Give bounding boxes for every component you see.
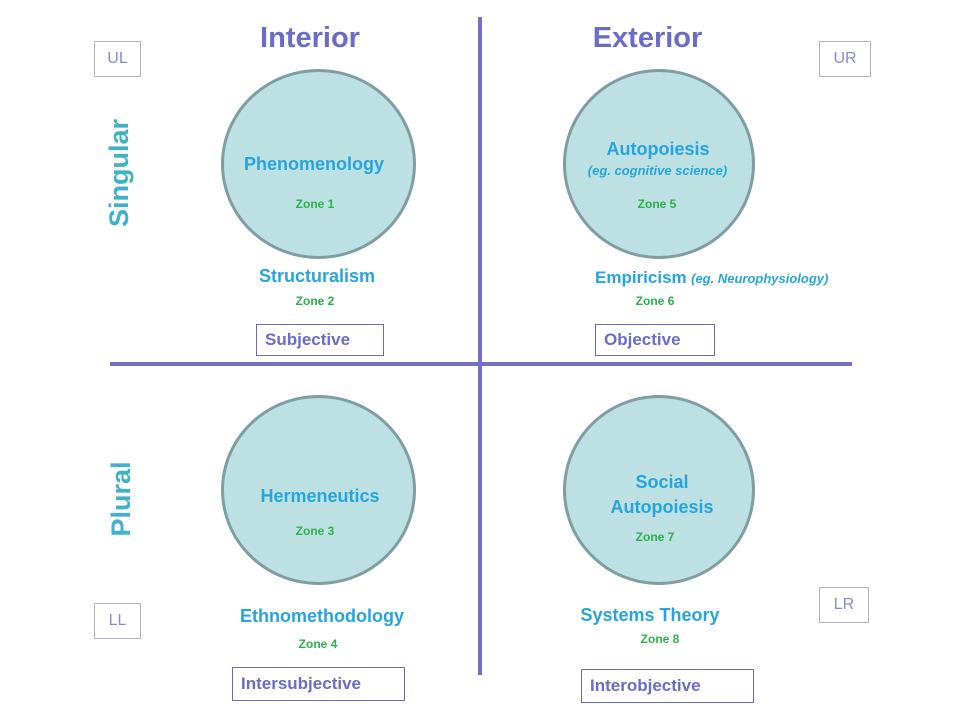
interobjective-box: Interobjective (581, 669, 754, 703)
empiricism-row: Empiricism (eg. Neurophysiology) (595, 268, 905, 288)
plural-label: Plural (106, 461, 136, 537)
singular-label: Singular (104, 119, 134, 228)
empiricism-sub: (eg. Neurophysiology) (691, 271, 829, 286)
corner-ll: LL (94, 603, 141, 639)
horizontal-axis (110, 362, 852, 366)
systems-theory-label: Systems Theory (580, 605, 720, 625)
interior-header: Interior (260, 22, 360, 54)
objective-box: Objective (595, 324, 715, 356)
circle-ll (221, 395, 416, 585)
subjective-box: Subjective (256, 324, 384, 356)
vertical-axis (478, 17, 482, 675)
autopoiesis-label: Autopoiesis (606, 139, 710, 159)
circle-ul (221, 69, 416, 259)
empiricism-label: Empiricism (595, 268, 687, 287)
zone-7: Zone 7 (635, 530, 675, 544)
corner-ul: UL (94, 41, 141, 77)
zone-6: Zone 6 (635, 294, 675, 308)
corner-lr: LR (819, 587, 869, 623)
autopoiesis-sub: (eg. cognitive science) (587, 163, 728, 178)
ethnomethodology-label: Ethnomethodology (240, 606, 404, 626)
hermeneutics-label: Hermeneutics (260, 486, 380, 506)
zone-4: Zone 4 (298, 637, 338, 651)
intersubjective-box: Intersubjective (232, 667, 405, 701)
exterior-header: Exterior (592, 22, 703, 54)
circle-ur (563, 69, 755, 259)
zone-2: Zone 2 (295, 294, 335, 308)
phenomenology-label: Phenomenology (243, 154, 384, 174)
zone-1: Zone 1 (295, 197, 335, 211)
structuralism-label: Structuralism (258, 266, 376, 286)
zone-3: Zone 3 (295, 524, 335, 538)
social-label: Social (635, 472, 689, 492)
zone-5: Zone 5 (637, 197, 677, 211)
corner-ur: UR (819, 41, 871, 77)
zone-8: Zone 8 (640, 632, 680, 646)
social-autopoiesis-label: Autopoiesis (610, 497, 714, 517)
circle-lr (563, 395, 755, 585)
